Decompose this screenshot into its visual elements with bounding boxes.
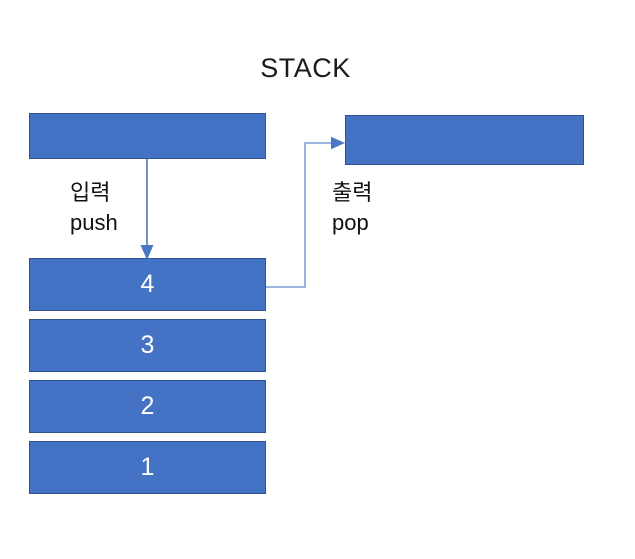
pop-label-korean: 출력 [332, 180, 373, 205]
push-label-english: push [70, 210, 118, 235]
output-container-box [345, 115, 584, 165]
stack-cell-bottom: 1 [29, 441, 266, 494]
pop-label-english: pop [332, 210, 369, 235]
stack-cell: 3 [29, 319, 266, 372]
push-label-korean: 입력 [70, 180, 111, 205]
input-container-box [29, 113, 266, 159]
push-arrow-label: 입력 push [70, 178, 118, 238]
page-title: STACK [260, 53, 351, 83]
stack-cell-top: 4 [29, 258, 266, 311]
pop-arrow-label: 출력 pop [332, 178, 372, 238]
stack-cell: 2 [29, 380, 266, 433]
push-arrow-icon [140, 159, 154, 260]
